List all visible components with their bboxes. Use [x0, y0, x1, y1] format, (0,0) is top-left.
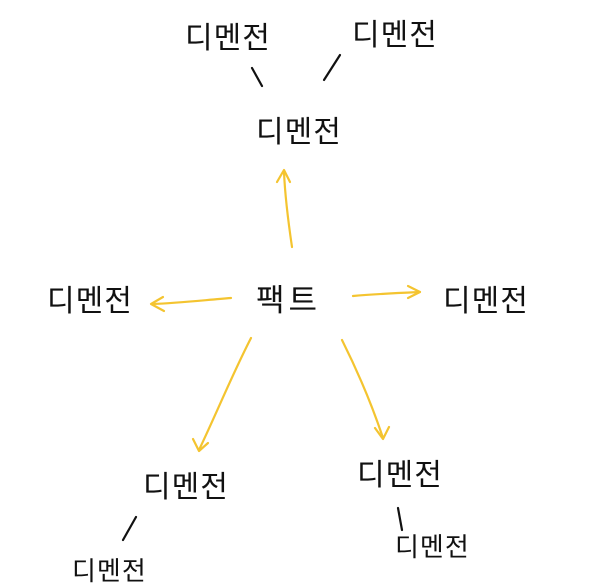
dimension-right-label: 디멘전 — [443, 284, 529, 319]
dimension-top-right-label: 디멘전 — [352, 18, 438, 53]
top-right-connector-line — [322, 53, 342, 82]
arrow-to-right — [351, 284, 422, 300]
top-left-connector-line — [250, 66, 264, 88]
dimension-top-label: 디멘전 — [256, 115, 342, 150]
bottom-right-connector-line — [396, 506, 404, 532]
arrow-to-bottom-left — [191, 336, 253, 453]
arrow-to-left — [149, 295, 233, 313]
dimension-bottom-right-label: 디멘전 — [357, 458, 443, 493]
fact-label: 팩트 — [256, 283, 321, 319]
dimension-bottom-left-child-label: 디멘전 — [72, 557, 147, 584]
arrow-to-bottom-right — [340, 338, 391, 441]
bottom-left-connector-line — [121, 515, 138, 542]
dimension-bottom-right-child-label: 디멘전 — [395, 533, 470, 563]
arrow-to-top — [275, 168, 294, 249]
dimension-top-left-label: 디멘전 — [185, 21, 271, 56]
dimension-bottom-left-label: 디멘전 — [143, 470, 229, 505]
dimension-left-label: 디멘전 — [47, 284, 133, 319]
